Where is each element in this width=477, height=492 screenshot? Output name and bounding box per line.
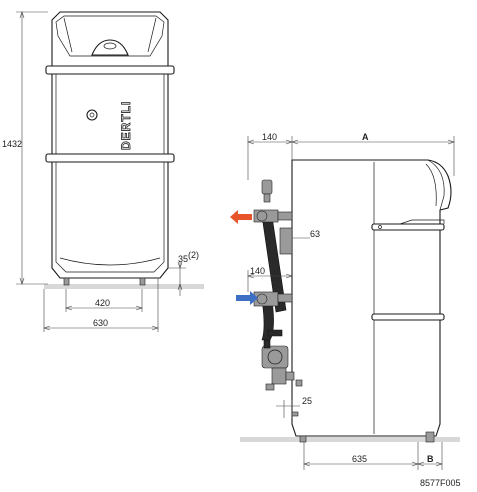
inlet-arrow (236, 291, 258, 305)
front-foot-right (139, 277, 146, 286)
outlet-arrow (230, 210, 252, 224)
air-vent (261, 179, 273, 195)
front-hood (55, 15, 165, 57)
pipe-return (267, 329, 283, 337)
dim-B: B (427, 454, 434, 464)
dim-635: 635 (352, 454, 367, 464)
dim-140-top: 140 (262, 132, 277, 142)
side-foot-right (425, 431, 435, 443)
front-floor (44, 284, 204, 289)
drain-valve (271, 367, 287, 385)
side-view: 63 140 (230, 132, 460, 470)
front-view: DERTLI 1432 35 (2) 420 630 (2, 11, 204, 332)
front-dome (91, 39, 129, 56)
dim-1432: 1432 (2, 139, 22, 149)
front-logo: DERTLI (119, 101, 133, 150)
dim-A: A (362, 132, 369, 142)
dim-25: 25 (302, 396, 312, 406)
circulation-pump (261, 345, 289, 369)
side-floor (240, 437, 460, 442)
side-band-mid (371, 313, 445, 321)
side-band-top (371, 223, 445, 231)
dim-630: 630 (93, 318, 108, 328)
side-foot-left (299, 435, 307, 443)
dim-35: 35 (178, 254, 188, 264)
dim-420: 420 (95, 298, 110, 308)
reference-code: 8577F005 (420, 478, 461, 488)
front-foot-left (63, 277, 70, 286)
dim-63: 63 (310, 229, 320, 239)
front-band-mid (45, 153, 175, 163)
side-connection-box (279, 227, 293, 255)
front-band-top (45, 65, 175, 75)
front-knob (86, 109, 98, 121)
side-cabinet (291, 159, 452, 437)
dim-140-mid: 140 (250, 266, 265, 276)
dim-35-note: (2) (188, 250, 199, 260)
